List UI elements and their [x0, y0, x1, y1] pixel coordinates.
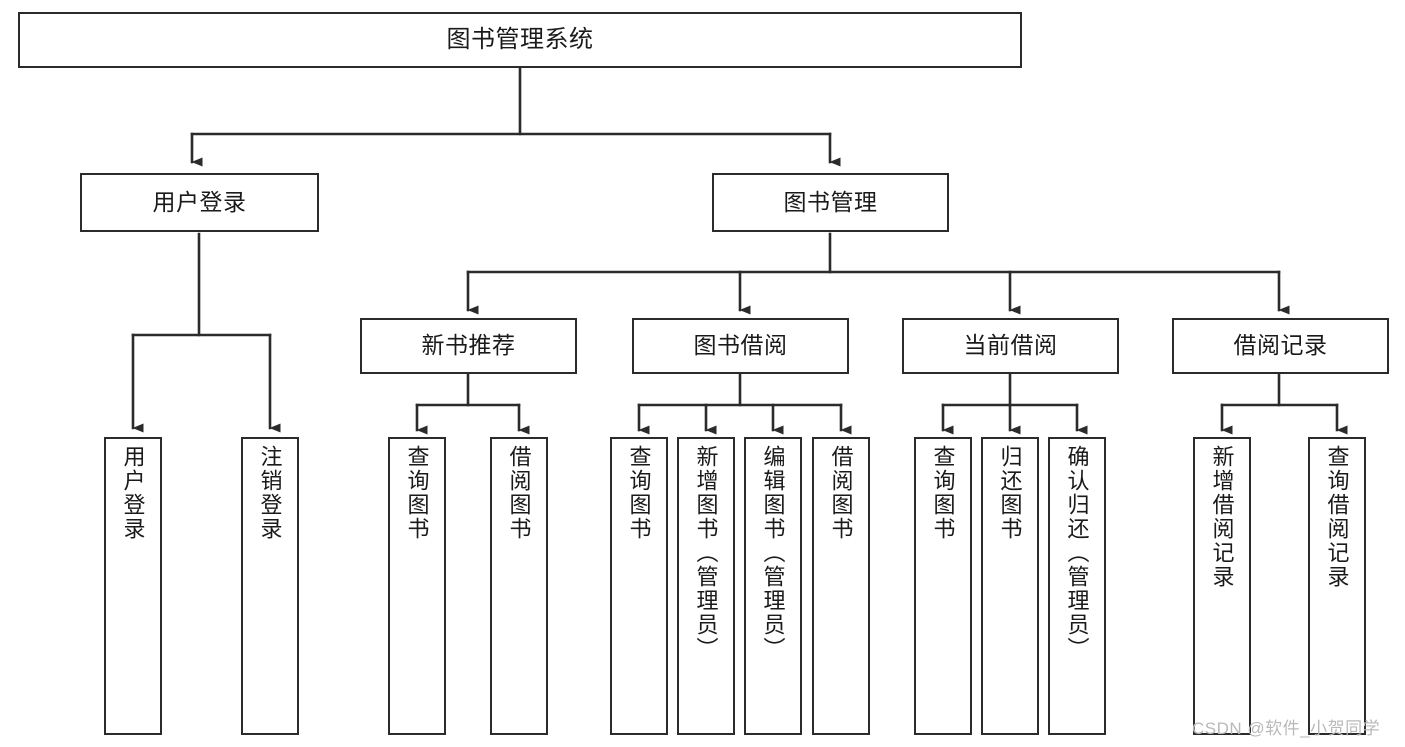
node-leaf-query-book-new[interactable]: 查询图书: [388, 437, 446, 735]
node-label: 新增借阅记录: [1209, 445, 1235, 589]
node-leaf-logout[interactable]: 注销登录: [241, 437, 299, 735]
node-label: 确认归还（管理员）: [1064, 445, 1090, 661]
node-leaf-return-book[interactable]: 归还图书: [981, 437, 1039, 735]
node-leaf-edit-book-admin[interactable]: 编辑图书（管理员）: [744, 437, 802, 735]
node-label: 注销登录: [257, 445, 283, 541]
node-label: 查询图书: [930, 445, 956, 541]
node-label: 用户登录: [152, 188, 247, 215]
node-leaf-add-book-admin[interactable]: 新增图书（管理员）: [677, 437, 735, 735]
node-root-book-management-system[interactable]: 图书管理系统: [18, 12, 1022, 68]
node-label: 当前借阅: [963, 332, 1058, 359]
node-label: 查询借阅记录: [1324, 445, 1350, 589]
node-label: 新书推荐: [421, 332, 516, 359]
node-user-login[interactable]: 用户登录: [80, 173, 319, 232]
node-new-book-recommend[interactable]: 新书推荐: [360, 318, 577, 374]
node-label: 查询图书: [404, 445, 430, 541]
node-leaf-borrow-book-new[interactable]: 借阅图书: [490, 437, 548, 735]
node-borrow-record[interactable]: 借阅记录: [1172, 318, 1389, 374]
node-label: 查询图书: [626, 445, 652, 541]
node-label: 借阅记录: [1233, 332, 1328, 359]
csdn-watermark: CSDN @软件_小贺同学: [1192, 719, 1381, 738]
node-leaf-user-login[interactable]: 用户登录: [104, 437, 162, 735]
node-current-borrow[interactable]: 当前借阅: [902, 318, 1119, 374]
node-label: 图书借阅: [693, 332, 788, 359]
node-leaf-borrow-book-borrow[interactable]: 借阅图书: [812, 437, 870, 735]
node-leaf-query-book-current[interactable]: 查询图书: [914, 437, 972, 735]
node-label: 编辑图书（管理员）: [760, 445, 786, 661]
node-label: 用户登录: [120, 445, 146, 541]
node-book-borrow[interactable]: 图书借阅: [632, 318, 849, 374]
node-label: 图书管理: [783, 188, 878, 215]
node-leaf-query-book-borrow[interactable]: 查询图书: [610, 437, 668, 735]
node-label: 归还图书: [997, 445, 1023, 541]
node-leaf-confirm-return-admin[interactable]: 确认归还（管理员）: [1048, 437, 1106, 735]
node-leaf-query-borrow-record[interactable]: 查询借阅记录: [1308, 437, 1366, 735]
node-label: 图书管理系统: [446, 25, 594, 53]
node-book-manage[interactable]: 图书管理: [712, 173, 949, 232]
node-label: 借阅图书: [506, 445, 532, 541]
node-leaf-add-borrow-record[interactable]: 新增借阅记录: [1193, 437, 1251, 735]
node-label: 新增图书（管理员）: [693, 445, 719, 661]
node-label: 借阅图书: [828, 445, 854, 541]
